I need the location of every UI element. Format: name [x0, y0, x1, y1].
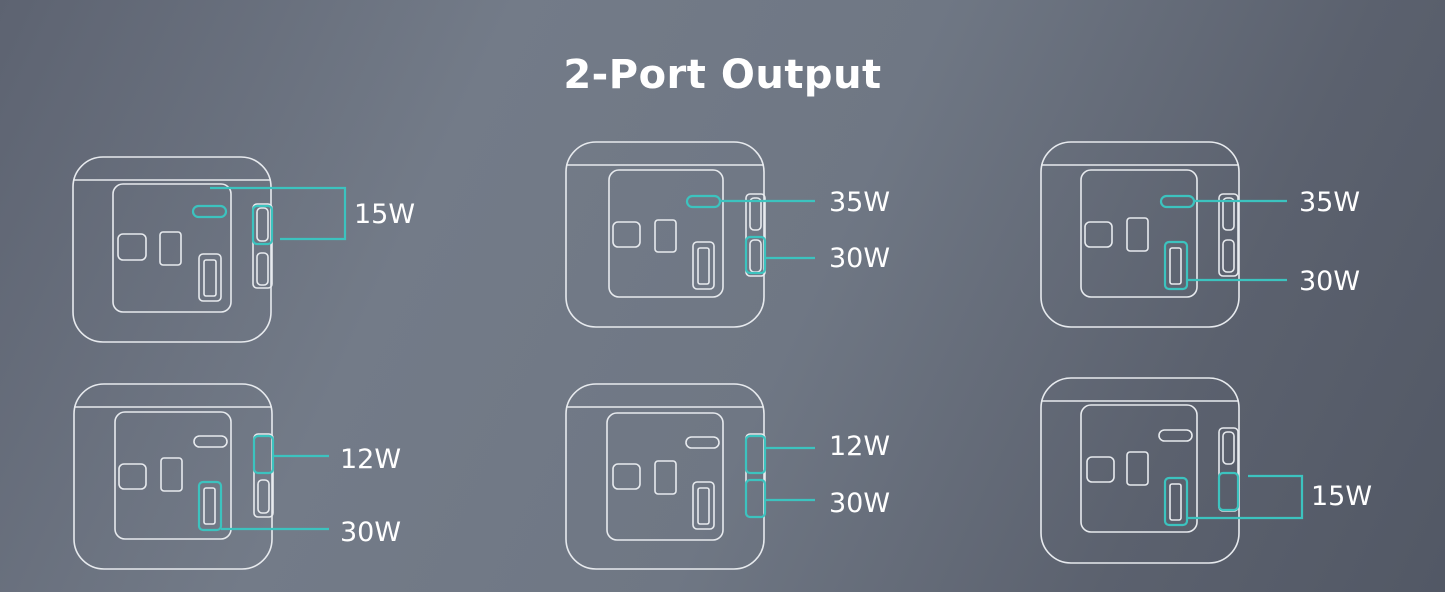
wattage-label: 30W: [1299, 266, 1361, 297]
wattage-label: 12W: [340, 444, 402, 475]
usb-a-port: [198, 253, 222, 302]
power-icon: [1086, 456, 1115, 483]
usb-c-port: [191, 204, 228, 219]
wattage-label: 15W: [354, 199, 416, 230]
usb-c-port: [1158, 429, 1193, 442]
usb-c-port: [1159, 194, 1196, 209]
charger-config-1: [72, 156, 347, 343]
charger-config-5: [565, 383, 815, 570]
charger-config-2: [565, 141, 815, 328]
power-icon: [612, 221, 641, 248]
usb-a-port: [1163, 240, 1189, 291]
wattage-label: 35W: [1299, 187, 1361, 218]
power-icon: [118, 463, 147, 490]
usb-a-port: [692, 481, 715, 530]
wattage-label: 35W: [829, 187, 891, 218]
usb-a-port: [692, 241, 715, 290]
usb-c-port: [685, 436, 720, 449]
usb-c-port: [685, 194, 722, 209]
page-title: 2-Port Output: [563, 52, 882, 98]
wattage-label: 12W: [829, 431, 891, 462]
usb-a-port: [1163, 476, 1189, 527]
usb-c-port: [193, 435, 228, 448]
power-icon: [1084, 221, 1113, 248]
power-icon: [117, 233, 147, 261]
wattage-label: 30W: [829, 488, 891, 519]
wattage-label: 30W: [340, 517, 402, 548]
power-icon: [612, 463, 641, 490]
charger-config-6: [1040, 377, 1304, 564]
wattage-label: 15W: [1311, 481, 1373, 512]
wattage-label: 30W: [829, 243, 891, 274]
usb-a-port: [197, 480, 223, 532]
charger-config-3: [1040, 141, 1287, 328]
charger-config-4: [73, 383, 329, 570]
